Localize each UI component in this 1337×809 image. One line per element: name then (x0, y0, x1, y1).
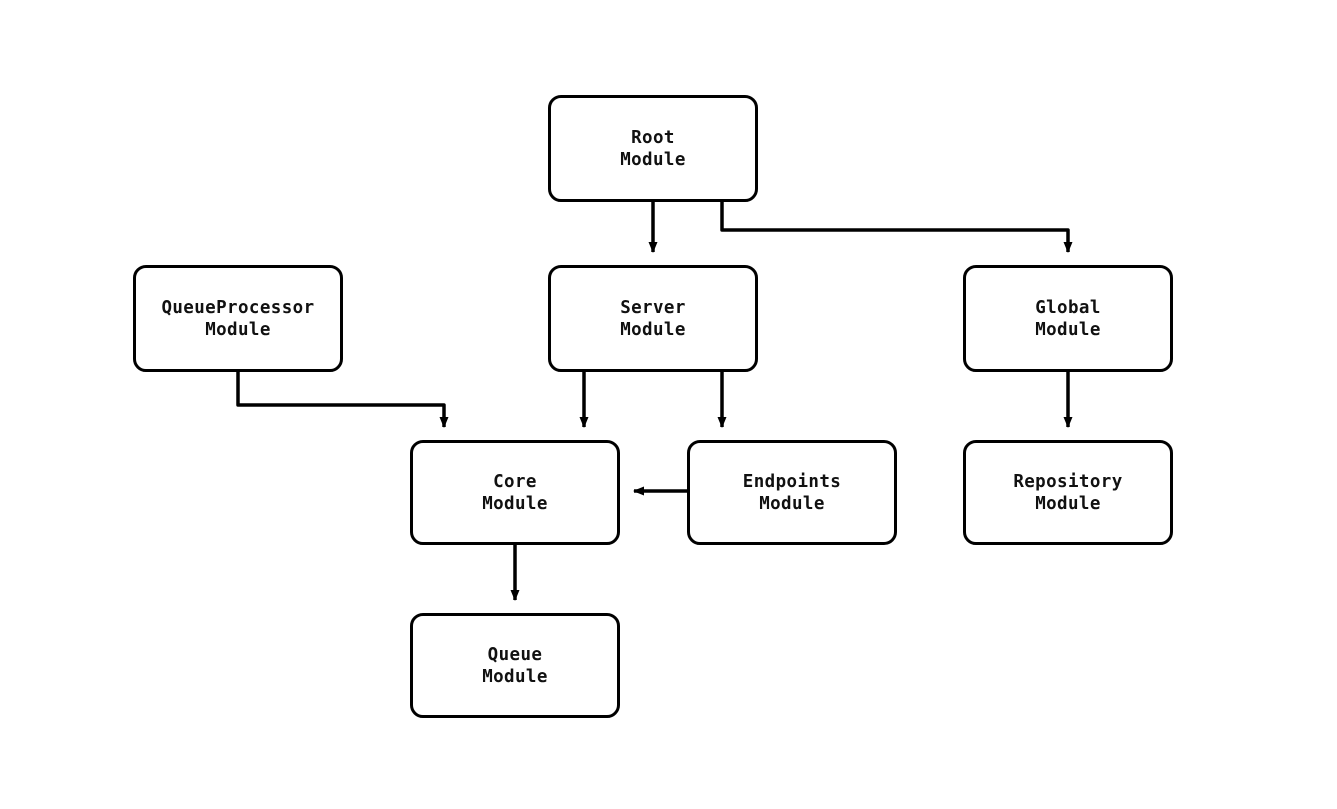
node-queueprocessor-module[interactable]: QueueProcessor Module (133, 265, 343, 372)
node-core-module-name: Core (493, 471, 537, 492)
node-queue-module[interactable]: Queue Module (410, 613, 620, 718)
node-queueprocessor-module-name: QueueProcessor (161, 297, 315, 318)
node-endpoints-module-name: Endpoints (742, 471, 842, 492)
node-queue-module-suffix: Module (482, 666, 548, 687)
node-queue-module-name: Queue (487, 644, 543, 665)
node-server-module-suffix: Module (620, 319, 686, 340)
node-root-module-name: Root (631, 127, 675, 148)
node-server-module-name: Server (620, 297, 686, 318)
node-endpoints-module[interactable]: Endpoints Module (687, 440, 897, 545)
node-endpoints-module-suffix: Module (759, 493, 825, 514)
node-core-module-suffix: Module (482, 493, 548, 514)
edge-root-to-global (720, 202, 1073, 253)
node-root-module[interactable]: Root Module (548, 95, 758, 202)
edge-queueprocessor-to-core (236, 372, 449, 428)
node-queueprocessor-module-suffix: Module (205, 319, 271, 340)
node-repository-module[interactable]: Repository Module (963, 440, 1173, 545)
node-server-module[interactable]: Server Module (548, 265, 758, 372)
node-global-module-suffix: Module (1035, 319, 1101, 340)
node-repository-module-suffix: Module (1035, 493, 1101, 514)
node-global-module-name: Global (1035, 297, 1101, 318)
node-core-module[interactable]: Core Module (410, 440, 620, 545)
node-global-module[interactable]: Global Module (963, 265, 1173, 372)
node-repository-module-name: Repository (1013, 471, 1123, 492)
node-root-module-suffix: Module (620, 149, 686, 170)
